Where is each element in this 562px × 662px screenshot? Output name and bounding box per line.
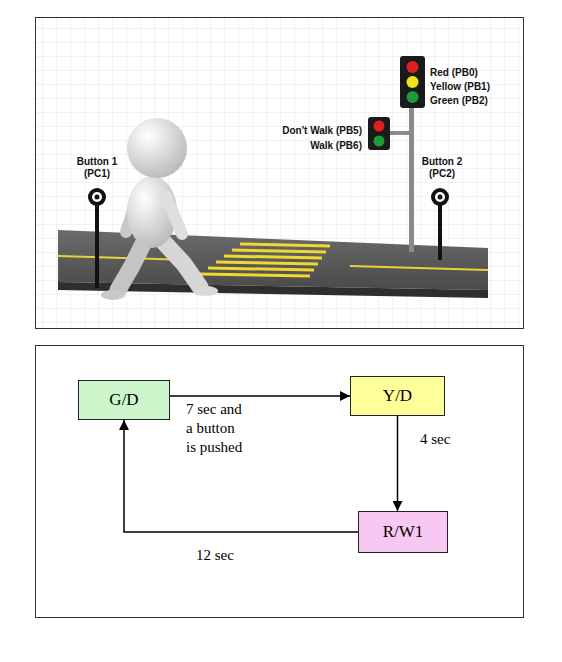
pedestrian-figure <box>101 118 218 300</box>
push-button <box>435 192 445 202</box>
red-lamp <box>407 61 419 73</box>
state-name: R/W1 <box>383 522 424 542</box>
green-lamp <box>407 91 419 103</box>
label-holder: Green (PB2) <box>430 90 488 108</box>
push-button <box>92 192 102 202</box>
push-button <box>438 195 443 200</box>
button-post <box>438 204 442 260</box>
push-button <box>95 195 100 200</box>
signal-label: Red (PB0) <box>430 67 478 79</box>
panel-border <box>36 18 524 329</box>
signal-label: Green (PB2) <box>430 95 488 107</box>
state-box: G/D <box>78 380 170 420</box>
dont-walk-lamp <box>374 121 385 132</box>
button-label: Button 1 (PC1) <box>70 156 124 180</box>
label-holder: Red (PB0) <box>430 62 478 80</box>
road-line <box>350 266 488 270</box>
panel-border <box>36 346 524 618</box>
label-holder: 4 sec <box>420 430 450 449</box>
push-button <box>431 188 449 206</box>
label-holder: Button 1 (PC1) <box>70 156 124 181</box>
label-holder: Don't Walk (PB5) <box>282 120 362 138</box>
transition-label: 7 sec and a button is pushed <box>186 400 247 456</box>
label-holder: Yellow (PB1) <box>430 76 490 94</box>
button-label: Button 2 (PC2) <box>415 156 469 180</box>
yellow-lamp <box>407 76 419 88</box>
signal-label: Don't Walk (PB5) <box>282 125 362 137</box>
transition-label: 4 sec <box>420 430 450 449</box>
label-holder: Button 2 (PC2) <box>415 156 469 181</box>
pedestrian-signal <box>368 117 390 150</box>
crosswalk <box>200 244 330 276</box>
road-surface <box>58 230 488 290</box>
state-name: G/D <box>109 390 138 410</box>
transition-label: 12 sec <box>196 546 234 565</box>
label-holder: 7 sec and a button is pushed <box>186 400 247 456</box>
traffic-light <box>400 56 425 108</box>
label-holder: 12 sec <box>196 546 234 565</box>
signal-label: Yellow (PB1) <box>430 81 490 93</box>
push-button <box>88 188 106 206</box>
transition-arrow <box>397 416 399 511</box>
grid-background <box>36 18 523 328</box>
label-holder: Walk (PB6) <box>310 135 362 153</box>
state-name: Y/D <box>383 386 412 406</box>
button-post <box>95 204 99 288</box>
transition-arrow <box>170 395 350 397</box>
state-box: R/W1 <box>358 511 448 553</box>
signal-arm <box>390 131 410 135</box>
signal-pole <box>409 106 414 252</box>
walk-lamp <box>374 136 385 147</box>
state-box: Y/D <box>350 376 445 416</box>
signal-label: Walk (PB6) <box>310 140 362 152</box>
